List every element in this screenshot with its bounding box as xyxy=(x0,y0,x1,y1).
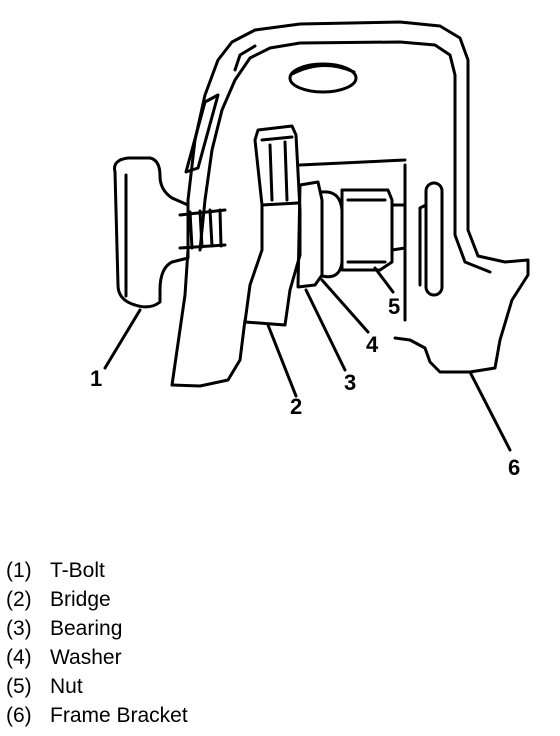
bridge xyxy=(243,124,302,327)
bracket-right-slot xyxy=(424,181,444,297)
legend-number: (4) xyxy=(6,646,32,669)
leader-line-4 xyxy=(320,278,370,334)
legend-row: (2) Bridge xyxy=(6,585,406,614)
frame-bracket xyxy=(170,20,530,388)
callout-1: 1 xyxy=(90,366,102,391)
washer xyxy=(320,190,344,279)
callout-5: 5 xyxy=(388,294,400,319)
legend-number: (3) xyxy=(6,617,32,640)
bracket-left-slot xyxy=(184,93,220,174)
legend-row: (1) T-Bolt xyxy=(6,556,406,585)
legend-part-name: Bearing xyxy=(50,617,123,640)
legend-number: (6) xyxy=(6,704,32,727)
legend-row: (3) Bearing xyxy=(6,614,406,643)
leader-line-3 xyxy=(304,288,347,372)
legend-row: (4) Washer xyxy=(6,643,406,672)
legend-part-name: Washer xyxy=(50,646,122,669)
callout-6: 6 xyxy=(508,455,520,480)
callout-2: 2 xyxy=(290,394,302,419)
legend-number: (5) xyxy=(6,675,32,698)
callout-3: 3 xyxy=(344,370,356,395)
leader-line-2 xyxy=(266,323,298,398)
legend-row: (6) Frame Bracket xyxy=(6,701,406,730)
callout-4: 4 xyxy=(366,332,379,357)
nut xyxy=(340,188,407,272)
bearing xyxy=(296,180,324,289)
legend-number: (2) xyxy=(6,588,32,611)
legend-part-name: Nut xyxy=(50,675,83,698)
legend-part-name: T-Bolt xyxy=(50,559,105,582)
legend-part-name: Bridge xyxy=(50,588,111,611)
assembly-diagram: 1 2 3 4 5 6 xyxy=(90,20,530,480)
legend-part-name: Frame Bracket xyxy=(50,704,188,727)
parts-legend: (1) T-Bolt (2) Bridge (3) Bearing (4) Wa… xyxy=(6,556,406,730)
legend-number: (1) xyxy=(6,559,32,582)
leader-line-6 xyxy=(468,370,512,452)
t-bolt xyxy=(113,156,227,309)
leader-line-1 xyxy=(103,308,142,370)
legend-row: (5) Nut xyxy=(6,672,406,701)
leader-line-5 xyxy=(373,266,395,294)
